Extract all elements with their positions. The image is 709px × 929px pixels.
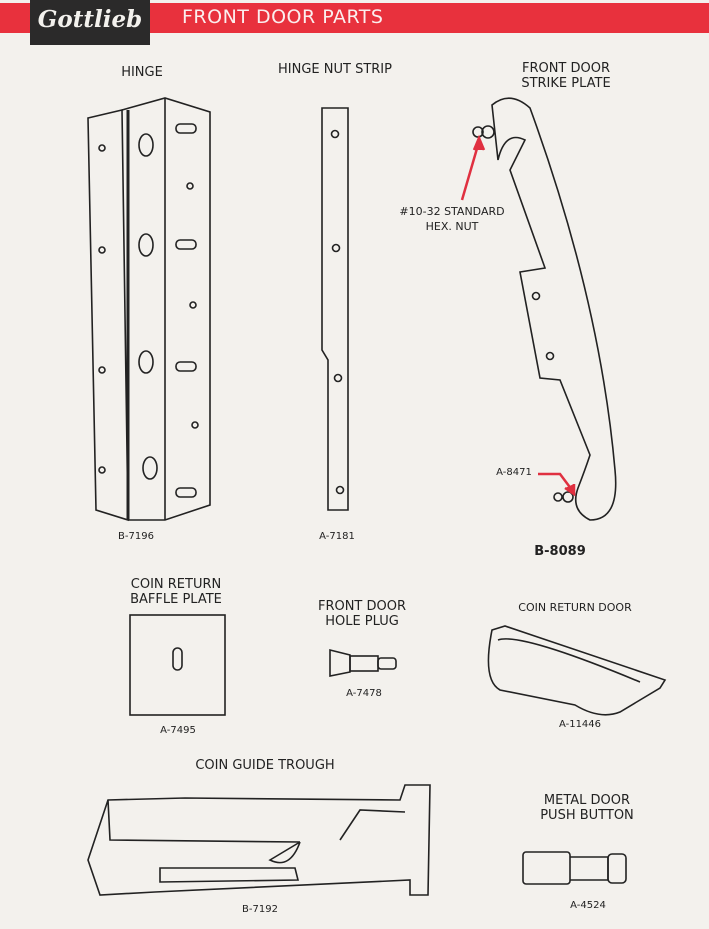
coin-guide-trough-drawing: [87, 784, 431, 896]
part-label-coin-guide-trough: COIN GUIDE TROUGH: [195, 758, 335, 773]
part-number-baffle-plate: A-7495: [160, 725, 196, 736]
strike-plate-drawing: [472, 97, 617, 521]
baffle-plate-drawing: [129, 614, 226, 716]
hex-nut-callout: #10-32 STANDARD HEX. NUT: [399, 204, 504, 234]
part-number-hinge: B-7196: [118, 531, 154, 542]
part-label-hinge: HINGE: [121, 65, 163, 80]
part-label-hinge-nut-strip: HINGE NUT STRIP: [278, 62, 392, 77]
label-line-2: BAFFLE PLATE: [130, 592, 222, 607]
a-8471-callout: A-8471: [496, 467, 532, 478]
callout-arrows: [460, 134, 576, 497]
part-label-coin-return-door: COIN RETURN DOOR: [518, 601, 632, 614]
label-line-2: HOLE PLUG: [325, 614, 399, 629]
push-button-drawing: [522, 851, 627, 885]
label-line-2: PUSH BUTTON: [540, 808, 634, 823]
callout-line-2: HEX. NUT: [425, 220, 479, 233]
part-number-push-button: A-4524: [570, 900, 606, 911]
part-number-strike-plate: B-8089: [534, 544, 586, 559]
part-number-coin-guide-trough: B-7192: [242, 904, 278, 915]
hinge-drawing: [87, 97, 211, 522]
label-line-1: METAL DOOR: [543, 793, 631, 808]
gottlieb-logo: Gottlieb: [30, 0, 150, 45]
part-number-coin-return-door: A-11446: [558, 719, 602, 730]
label-line-1: FRONT DOOR: [317, 599, 407, 614]
coin-return-door-drawing: [487, 625, 667, 716]
callout-line-1: #10-32 STANDARD: [399, 205, 505, 218]
part-number-hole-plug: A-7478: [346, 688, 382, 699]
hole-plug-drawing: [329, 648, 397, 677]
label-line-1: FRONT DOOR: [521, 61, 611, 76]
hinge-nut-strip-drawing: [321, 107, 349, 511]
label-line-2: STRIKE PLATE: [521, 76, 611, 91]
page-title: FRONT DOOR PARTS: [182, 6, 384, 28]
part-number-hinge-nut-strip: A-7181: [319, 531, 355, 542]
label-line-1: COIN RETURN: [130, 577, 222, 592]
